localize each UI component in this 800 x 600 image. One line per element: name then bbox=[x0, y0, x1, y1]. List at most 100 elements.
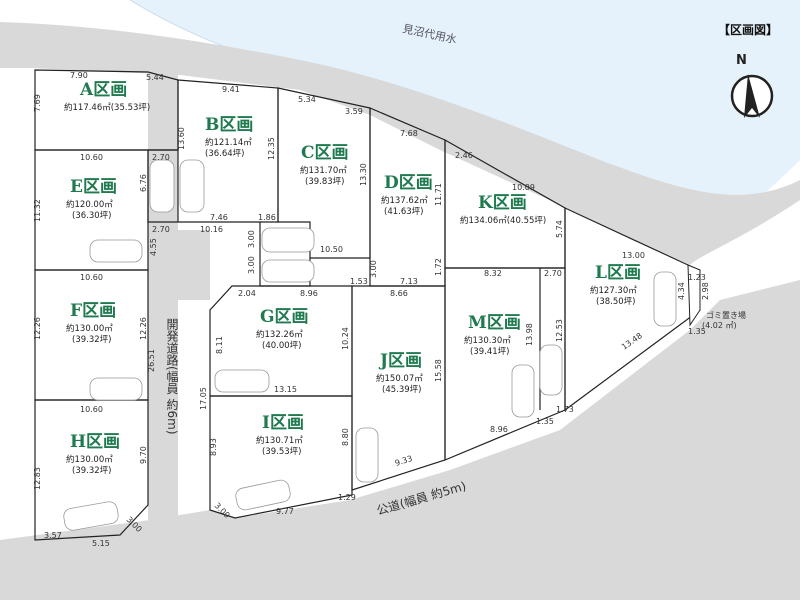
car-a bbox=[149, 159, 175, 213]
dimension-label: 7.13 bbox=[400, 277, 418, 286]
dimension-label: 8.11 bbox=[215, 336, 224, 354]
dimension-label: 3.00 bbox=[247, 230, 256, 248]
lot-a-name: A区画 bbox=[79, 80, 127, 100]
dimension-label: 1.72 bbox=[434, 258, 443, 276]
dimension-label: 11.32 bbox=[33, 199, 42, 222]
garbage-area: (4.02 ㎡) bbox=[702, 321, 737, 330]
dimension-label: 10.60 bbox=[80, 153, 103, 162]
north-label: N bbox=[736, 53, 747, 68]
dimension-label: 13.60 bbox=[177, 127, 186, 150]
dimension-label: 8.93 bbox=[209, 438, 218, 456]
lot-g-name: G区画 bbox=[260, 307, 309, 327]
lot-g-area: 約132.26㎡ bbox=[256, 329, 303, 340]
lot-f-area: 約130.00㎡ bbox=[66, 323, 113, 334]
dimension-label: 2.70 bbox=[152, 153, 170, 162]
lot-i-area: 約130.71㎡ bbox=[256, 435, 303, 446]
dimension-label: 3.59 bbox=[345, 107, 363, 116]
dimension-label: 10.09 bbox=[512, 183, 535, 192]
car-e bbox=[89, 239, 143, 263]
lot-b-tsubo: (36.64坪) bbox=[205, 149, 244, 159]
dimension-label: 13.48 bbox=[620, 331, 644, 352]
dimension-label: 10.24 bbox=[341, 327, 350, 350]
lot-e-tsubo: (36.30坪) bbox=[72, 211, 111, 221]
dimension-label: 5.44 bbox=[146, 73, 164, 82]
dimension-label: 3.00 bbox=[247, 256, 256, 274]
dimension-label: 1.53 bbox=[350, 277, 368, 286]
dimension-label: 8.32 bbox=[484, 269, 502, 278]
dimension-label: 3.00 bbox=[369, 260, 378, 278]
lot-k-name: K区画 bbox=[478, 193, 527, 213]
dimension-label: 1.23 bbox=[688, 273, 706, 282]
dimension-label: 26.51 bbox=[147, 349, 156, 372]
lot-j-tsubo: (45.39坪) bbox=[382, 385, 421, 395]
car-c bbox=[261, 227, 315, 253]
dimension-label: 1.29 bbox=[338, 493, 356, 502]
dimension-label: 10.60 bbox=[80, 273, 103, 282]
dimension-label: 13.00 bbox=[622, 251, 645, 260]
lot-m-boundary bbox=[444, 267, 566, 461]
dimension-label: 5.34 bbox=[298, 95, 316, 104]
dimension-label: 8.96 bbox=[300, 289, 318, 298]
parking-cars bbox=[63, 159, 677, 531]
lot-b-area: 約121.14㎡ bbox=[205, 137, 252, 148]
lot-a-area: 約117.46㎡(35.53坪) bbox=[64, 102, 150, 113]
dimension-label: 9.77 bbox=[276, 507, 294, 516]
public-road bbox=[0, 280, 800, 600]
car-l bbox=[539, 344, 563, 396]
dimension-label: 7.46 bbox=[210, 213, 228, 222]
dimension-label: 2.04 bbox=[238, 289, 256, 298]
lot-e-name: E区画 bbox=[70, 177, 117, 197]
lot-c-area: 約131.70㎡ bbox=[300, 165, 347, 176]
car-g bbox=[214, 369, 270, 393]
lot-h-area: 約130.00㎡ bbox=[66, 454, 113, 465]
lot-d-area: 約137.62㎡ bbox=[381, 195, 428, 206]
lot-l-tsubo: (38.50坪) bbox=[596, 297, 635, 307]
dimension-label: 3.57 bbox=[44, 531, 62, 540]
upper-road-strip bbox=[0, 22, 800, 265]
development-road-label: 開発道路(幅員 約6m) bbox=[165, 318, 179, 435]
lot-f-tsubo: (39.32坪) bbox=[72, 335, 111, 345]
dimension-label: 2.46 bbox=[455, 151, 473, 160]
lot-j-name: J区画 bbox=[378, 351, 422, 371]
dimension-label: 12.26 bbox=[33, 317, 42, 340]
car-k bbox=[511, 364, 535, 418]
car-j bbox=[355, 427, 379, 483]
lot-i-name: I区画 bbox=[262, 413, 304, 433]
dimension-label: 11.71 bbox=[434, 183, 443, 206]
dimension-label: 5.15 bbox=[92, 539, 110, 548]
dimension-label: 13.15 bbox=[274, 385, 297, 394]
car-i bbox=[235, 479, 291, 511]
dimension-label: 13.30 bbox=[359, 163, 368, 186]
dimension-label: 2.98 bbox=[701, 282, 710, 300]
dimension-label: 7.69 bbox=[33, 94, 42, 112]
dimension-label: 12.83 bbox=[33, 467, 42, 490]
lot-c-name: C区画 bbox=[301, 143, 349, 163]
lot-m-name: M区画 bbox=[468, 313, 521, 333]
dimension-label: 1.86 bbox=[258, 213, 276, 222]
dimension-label: 13.98 bbox=[525, 323, 534, 346]
lot-labels: A区画 約117.46㎡(35.53坪) B区画 約121.14㎡ (36.64… bbox=[64, 80, 641, 476]
dimension-label: 7.68 bbox=[400, 129, 418, 138]
dimension-label: 2.70 bbox=[544, 269, 562, 278]
lot-j-area: 約150.07㎡ bbox=[376, 373, 423, 384]
lot-i-boundary bbox=[209, 395, 353, 519]
dimension-label: 7.90 bbox=[70, 71, 88, 80]
lot-g-tsubo: (40.00坪) bbox=[262, 341, 301, 351]
dimension-label: 8.80 bbox=[341, 428, 350, 446]
dimension-label: 10.50 bbox=[320, 245, 343, 254]
lot-l-name: L区画 bbox=[595, 263, 641, 283]
lot-c-tsubo: (39.83坪) bbox=[305, 177, 344, 187]
dimension-label: 8.96 bbox=[490, 425, 508, 434]
dimension-label: 15.58 bbox=[434, 359, 443, 382]
dimension-label: 1.73 bbox=[556, 405, 574, 414]
car-h bbox=[63, 501, 119, 531]
lot-h-name: H区画 bbox=[70, 432, 120, 452]
garbage-area-boundary bbox=[687, 264, 701, 327]
b-parking-strip bbox=[147, 149, 178, 223]
dimension-label: 2.70 bbox=[152, 225, 170, 234]
dimension-label: 5.74 bbox=[555, 220, 564, 238]
dimension-label: 10.16 bbox=[200, 225, 223, 234]
north-compass: N bbox=[730, 53, 774, 118]
dimension-label: 12.53 bbox=[555, 319, 564, 342]
